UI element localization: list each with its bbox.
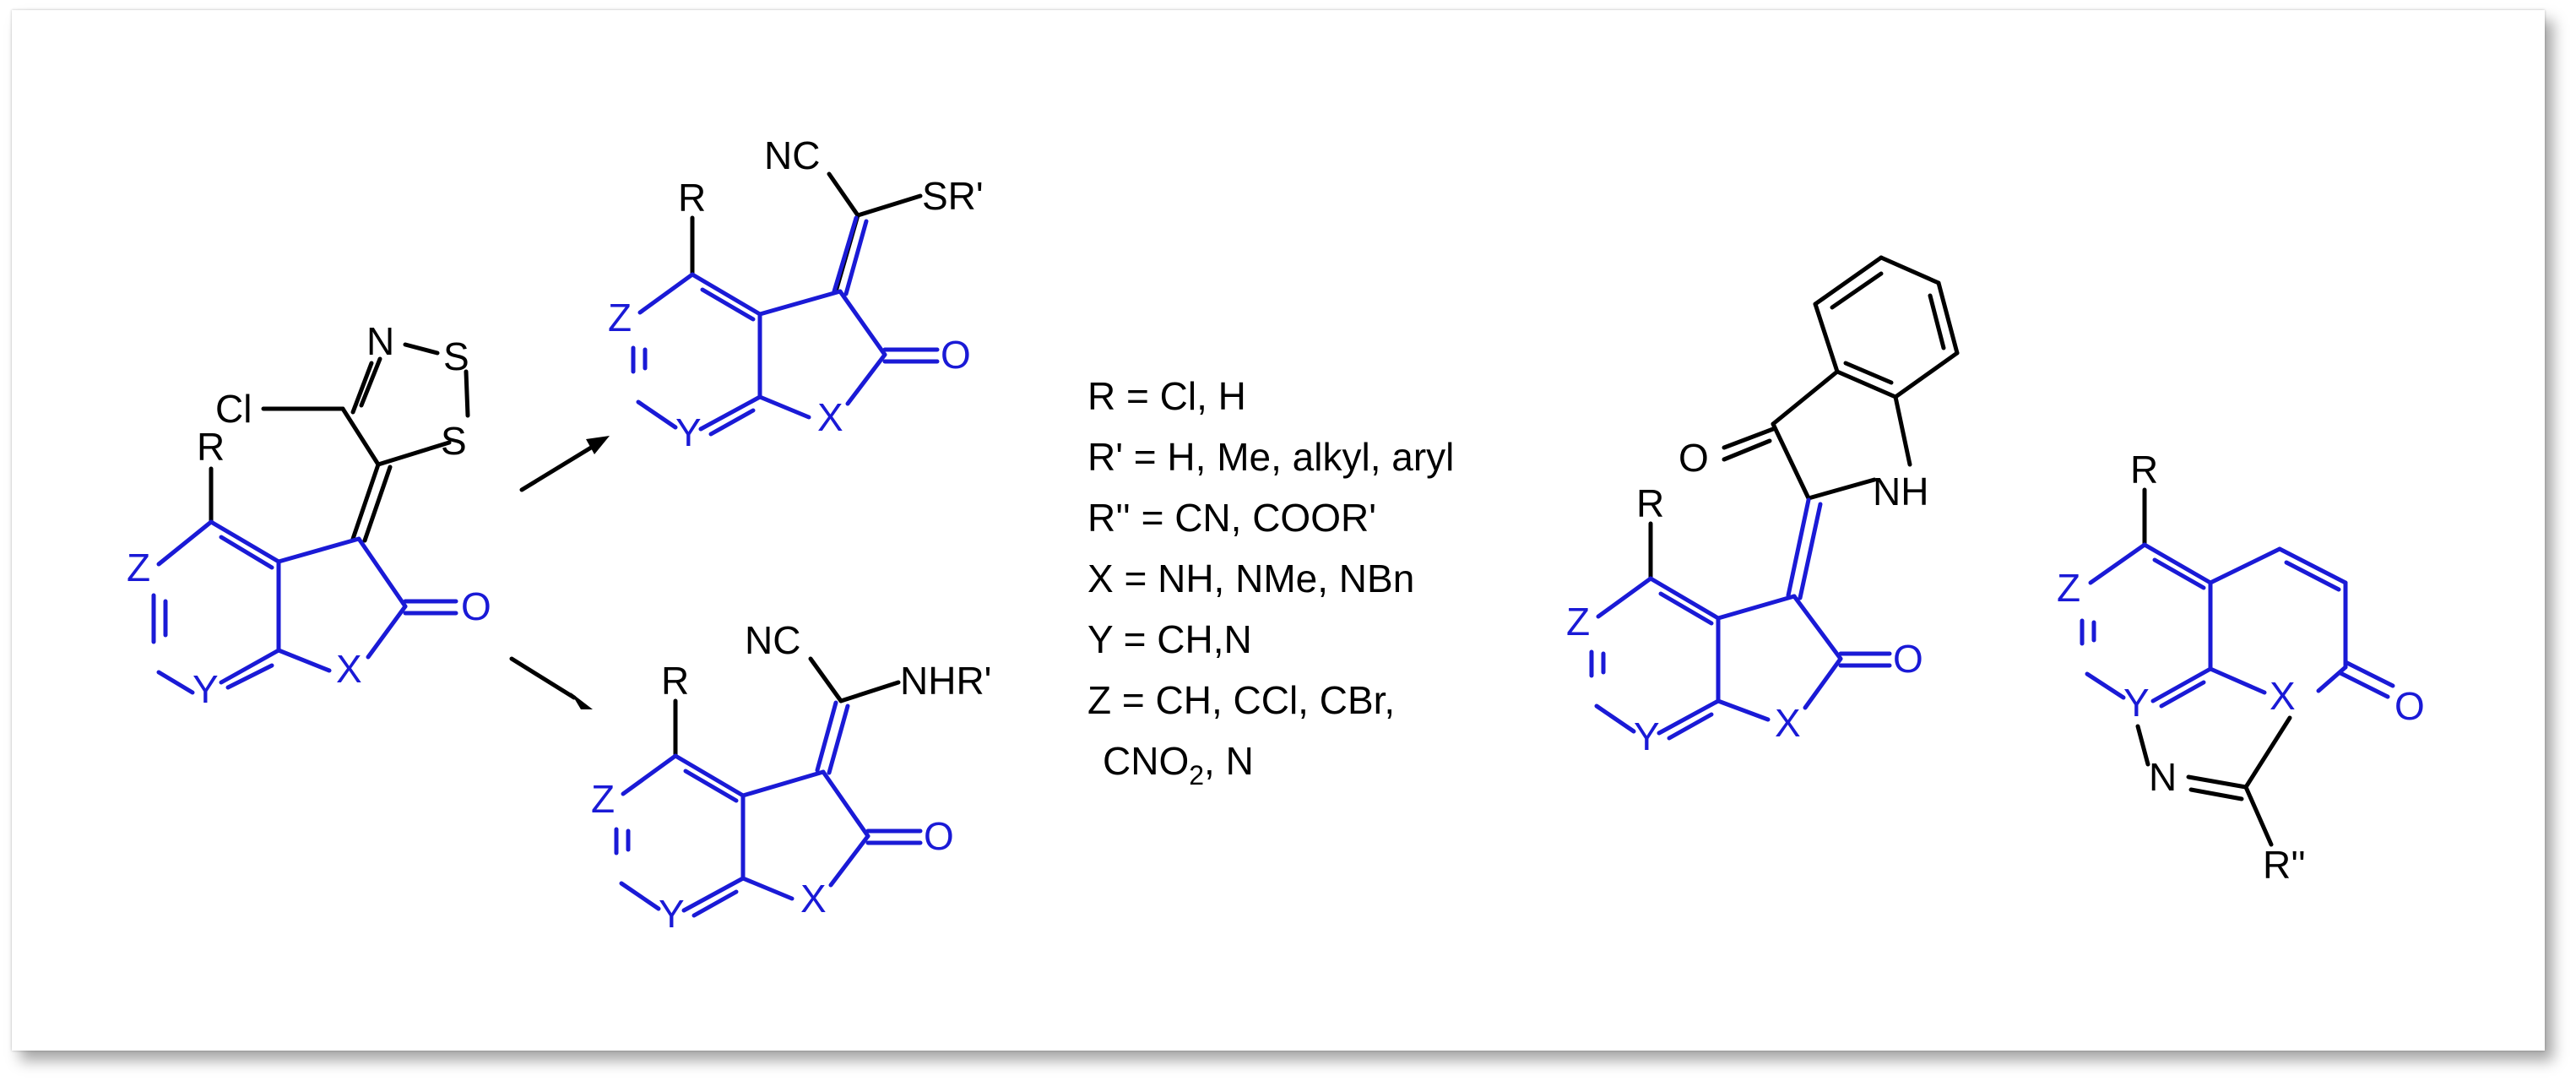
label-z: Z: [1566, 600, 1590, 644]
label-cl: Cl: [215, 387, 252, 431]
label-o: O: [461, 584, 491, 628]
label-z: Z: [591, 777, 615, 821]
legend-line-z: Z = CH, CCl, CBr,: [1087, 678, 1395, 722]
label-r: R: [1636, 481, 1664, 525]
label-nc: NC: [764, 133, 820, 177]
label-x: X: [800, 877, 827, 921]
arrow-lower: [509, 656, 577, 700]
structure-nhr-product: R NC NHR' Z Y X O: [591, 618, 991, 936]
label-z: Z: [2057, 566, 2080, 610]
legend-line-x: X = NH, NMe, NBn: [1087, 557, 1414, 600]
label-s-upper: S: [443, 334, 469, 378]
label-x: X: [2270, 674, 2296, 718]
legend-line-r-prime: R' = H, Me, alkyl, aryl: [1087, 435, 1454, 479]
label-y: Y: [2123, 681, 2150, 725]
label-r: R: [197, 425, 225, 469]
label-o-indoxyl: O: [1678, 436, 1709, 480]
label-r: R: [661, 659, 689, 703]
label-nhr: NHR': [900, 659, 991, 703]
structure-indoxyl-product: R O NH Z Y X O: [1566, 255, 1960, 758]
substituent-legend: R = Cl, H R' = H, Me, alkyl, aryl R'' = …: [1087, 374, 1454, 790]
legend-line-r-double-prime: R'' = CN, COOR': [1087, 496, 1376, 540]
label-o: O: [1893, 637, 1923, 681]
label-o: O: [924, 814, 954, 858]
label-r: R: [2130, 448, 2158, 492]
label-z: Z: [608, 296, 632, 340]
legend-line-r: R = Cl, H: [1087, 374, 1246, 418]
label-x: X: [1775, 701, 1801, 745]
label-y: Y: [675, 410, 702, 454]
label-o: O: [941, 333, 971, 377]
label-y: Y: [659, 892, 685, 936]
label-nh: NH: [1873, 470, 1928, 513]
label-r: R: [678, 176, 706, 220]
structure-starting-material: R Cl N S S Z Y X O: [127, 319, 491, 711]
label-s-lower: S: [441, 419, 467, 463]
label-nc: NC: [745, 618, 800, 662]
structure-sr-product: R NC SR' Z Y X O: [608, 133, 984, 454]
legend-line-z-cont: CNO2, N: [1103, 739, 1254, 790]
label-z: Z: [127, 546, 150, 589]
label-y: Y: [1634, 714, 1660, 758]
legend-line-y: Y = CH,N: [1087, 617, 1252, 661]
structure-tricyclic-product: R N R'' Z Y X O: [2057, 448, 2425, 887]
reaction-arrows: [509, 436, 610, 709]
figure-frame: [12, 10, 2545, 1051]
label-n-ring: N: [2149, 755, 2177, 799]
label-y: Y: [193, 667, 219, 711]
label-n: N: [366, 319, 394, 363]
label-sr: SR': [922, 174, 984, 218]
arrow-upper: [519, 445, 594, 492]
label-o: O: [2394, 684, 2425, 728]
label-x: X: [817, 395, 843, 439]
label-r-double-prime: R'': [2263, 843, 2306, 887]
label-x: X: [336, 647, 362, 691]
